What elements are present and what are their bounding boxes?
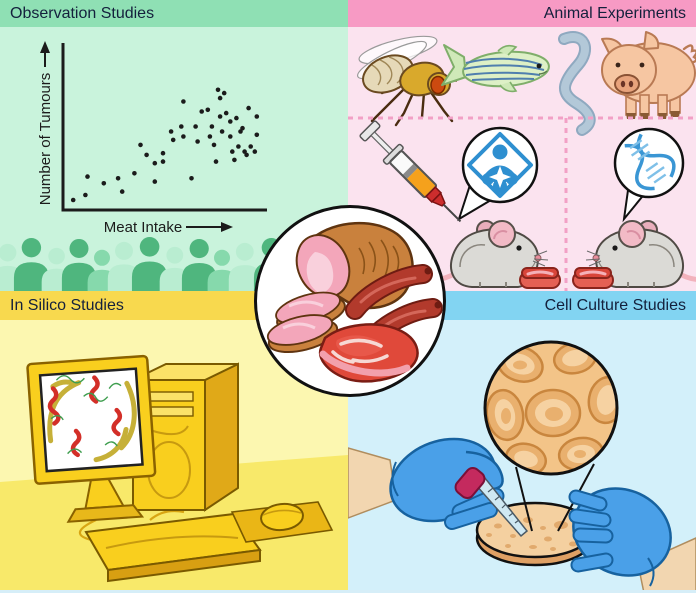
dna-callout <box>613 127 685 223</box>
magnified-cells-icon <box>483 340 619 476</box>
ham-slices <box>266 291 346 354</box>
fruit-fly-icon <box>357 35 457 127</box>
bottom-border-strip <box>0 590 696 593</box>
svg-text:Number of Tumours: Number of Tumours <box>37 73 54 206</box>
magnifier-line-left <box>515 466 533 532</box>
health-hazard-icon <box>467 132 533 198</box>
panel-dividers <box>348 116 696 291</box>
panel-title-animal: Animal Experiments <box>348 0 696 27</box>
computer-monitor <box>26 354 157 523</box>
x-axis-label: Meat Intake <box>104 219 233 236</box>
svg-text:Meat Intake: Meat Intake <box>104 219 182 236</box>
panel-cell-culture-studies: Cell Culture Studies <box>348 291 696 593</box>
panel-observation-studies: Observation Studies Number of Tumours <box>0 0 348 291</box>
animal-illustrations <box>348 31 696 291</box>
meat-piece-icon-left <box>518 266 562 290</box>
protein-structure-icon <box>47 375 137 463</box>
zebrafish-icon <box>441 44 550 93</box>
cell-culture-illustration <box>348 340 696 593</box>
gloved-hand-right <box>568 487 696 593</box>
meat-piece-icon-right <box>571 266 615 290</box>
keyboard <box>84 512 262 583</box>
meat-products-circle <box>254 205 446 397</box>
scatter-axes <box>61 43 267 212</box>
pipette-icon <box>454 466 529 538</box>
in-silico-content <box>0 320 348 593</box>
sausages <box>345 264 443 352</box>
scatter-points <box>70 87 260 203</box>
animal-content <box>348 27 696 291</box>
syringe-icon <box>359 120 462 223</box>
y-axis-label: Number of Tumours <box>37 41 54 205</box>
dna-icon <box>624 133 676 191</box>
observation-content: Number of Tumours Meat Intake <box>0 27 348 291</box>
panel-title-observation: Observation Studies <box>0 0 348 27</box>
computer-mouse <box>230 501 334 543</box>
computer-icon <box>0 354 348 593</box>
gloved-hand-left <box>348 437 505 530</box>
roundworm-icon <box>558 31 596 136</box>
health-hazard-callout <box>457 126 539 222</box>
steak <box>318 323 419 383</box>
pig-icon <box>601 31 696 119</box>
meat-products-icon <box>266 222 443 383</box>
cell-culture-content <box>348 320 696 593</box>
scatter-plot: Number of Tumours Meat Intake <box>0 41 348 291</box>
